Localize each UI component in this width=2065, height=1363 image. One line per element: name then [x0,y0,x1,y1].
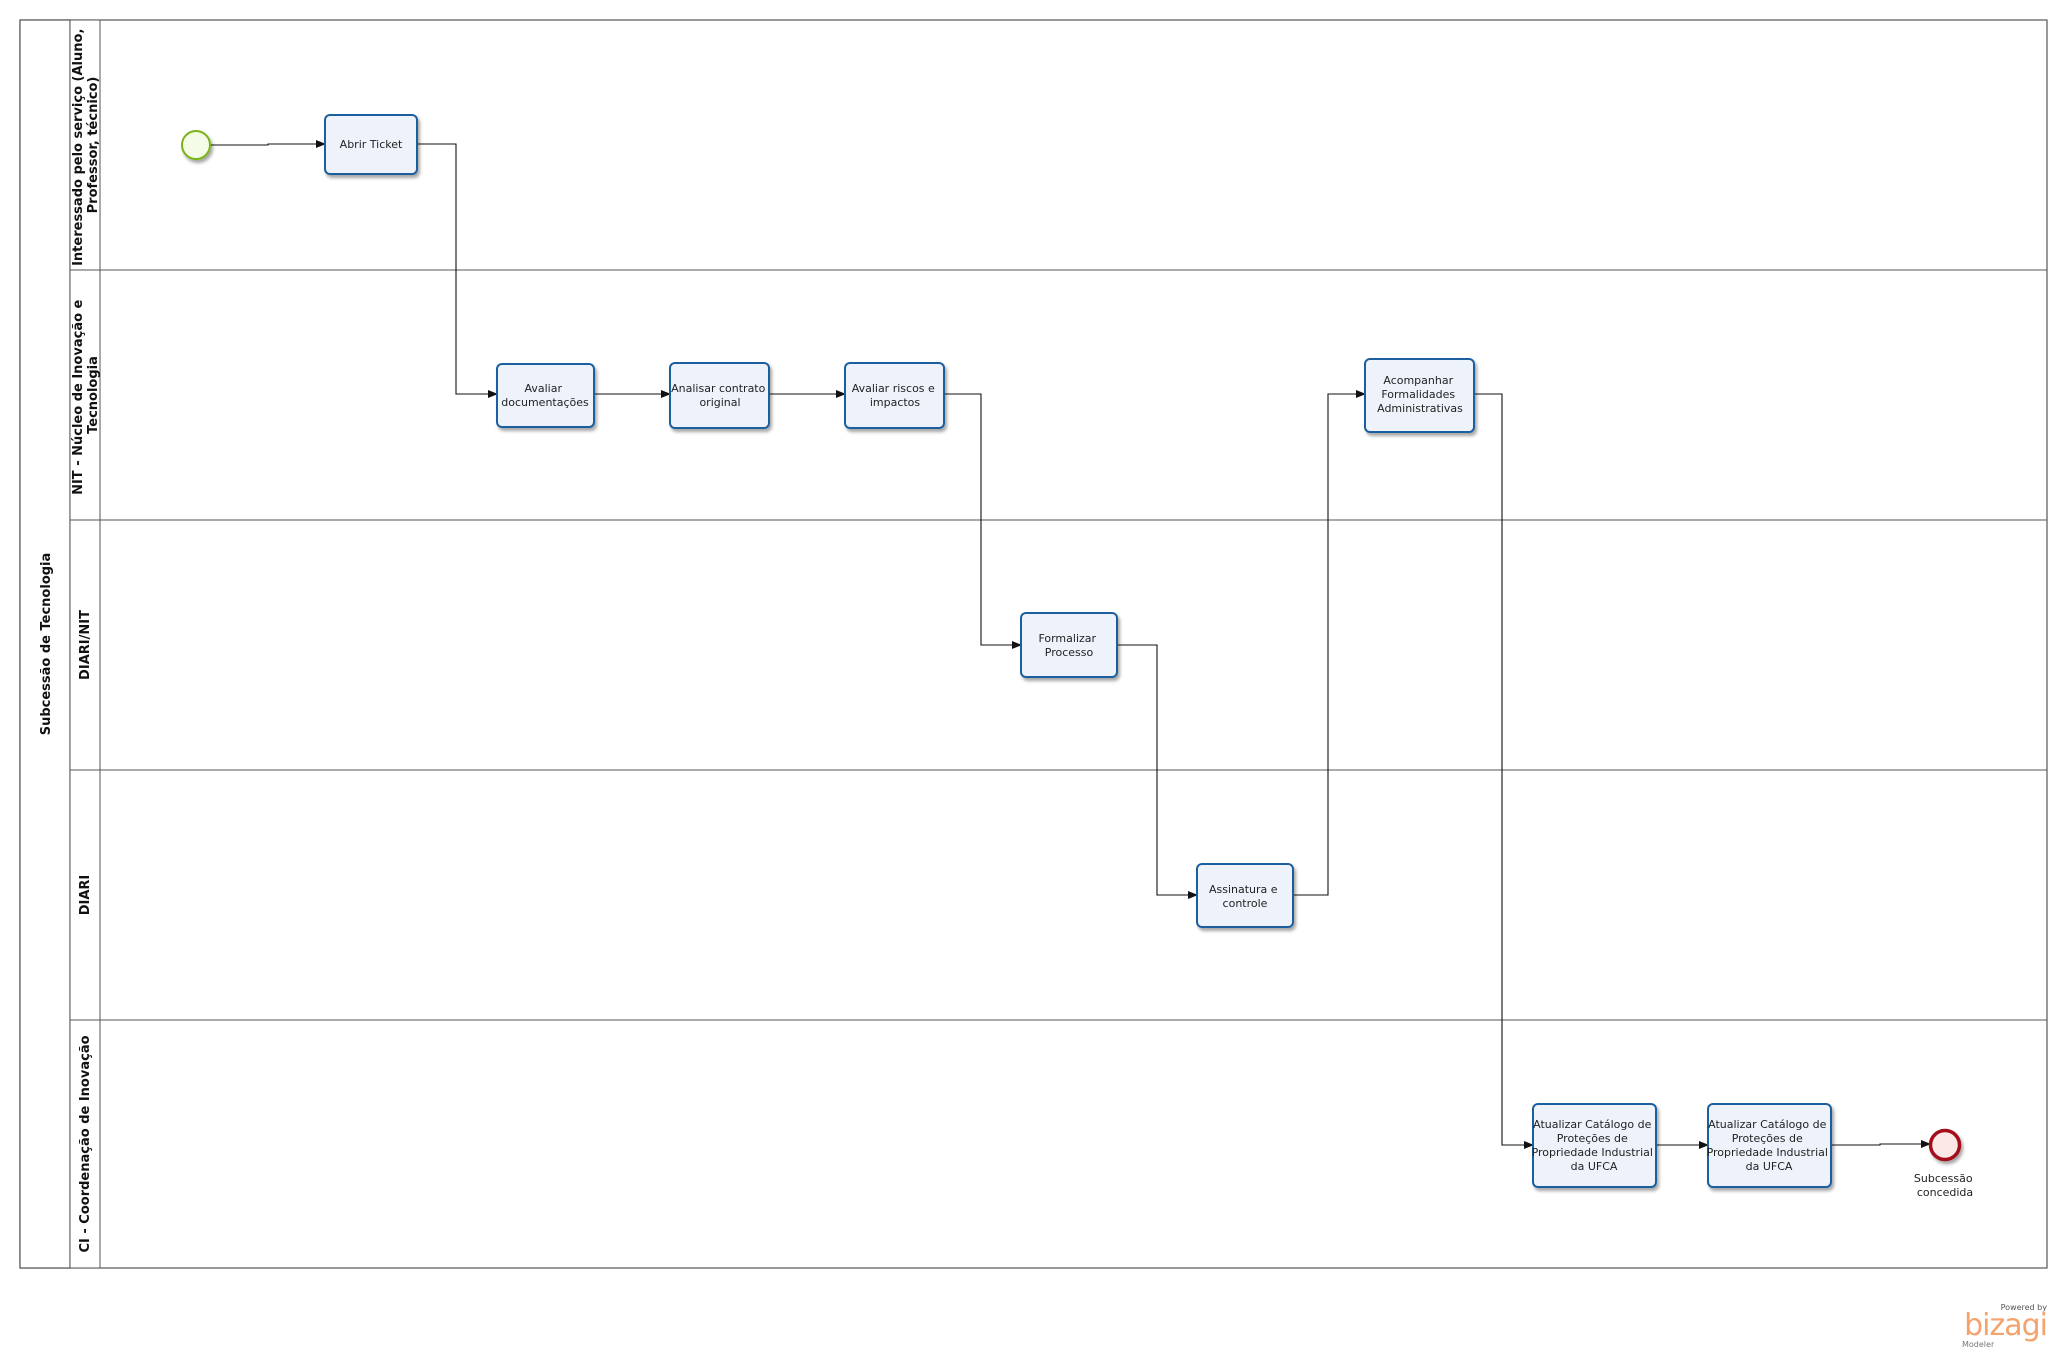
task-abrir-ticket-line-1: Abrir Ticket [340,138,403,151]
bizagi-logo: Powered by bizagi Modeler [1957,1303,2048,1351]
lane-nit-body [99,269,2048,521]
lane-nit: NIT - Núcleo de Inovação e Tecnologia [69,269,2048,521]
lane-ci-header [69,1019,101,1269]
task-analisar-contrato[interactable]: Analisar contrato original [669,362,770,429]
events: Subcessão concedida [181,130,1976,1199]
powered-by-text: Powered by [2000,1303,2047,1312]
lane-ci-title: CI - Coordenação de Inovação [78,1035,93,1252]
lane-diari-nit-title-line-1: DIARI/NIT [78,610,93,680]
lane-interessado-title-line-1: Interessado pelo serviço (Aluno, [71,29,86,266]
pool-title: Subcessão de Tecnologia [39,553,54,736]
lanes: Interessado pelo serviço (Aluno, Profess… [69,19,2048,1269]
task-acompanhar-formalidades[interactable]: Acompanhar Formalidades Administrativas [1364,358,1475,433]
flow-atualizar-2-to-end[interactable] [1831,1140,1931,1148]
sequence-flows [211,140,1931,1149]
task-acompanhar-formalidades-label: Acompanhar Formalidades Administrativas [1377,374,1463,415]
lane-nit-title-line-2: Tecnologia [86,356,101,434]
task-avaliar-documentacoes[interactable]: Avaliar documentações [496,363,595,428]
lane-diari-nit: DIARI/NIT [69,519,2048,771]
task-assinatura-controle-label: Assinatura e controle [1209,883,1281,910]
task-atualizar-catalogo-2-line-2: Proteções de [1732,1132,1803,1145]
lane-diari-title: DIARI [78,875,93,916]
lane-interessado-title-line-2: Professor, técnico) [86,77,101,214]
task-analisar-contrato-line-1: Analisar contrato [671,382,765,395]
task-atualizar-catalogo-2-line-1: Atualizar Catálogo de [1708,1118,1826,1131]
task-abrir-ticket[interactable]: Abrir Ticket [324,114,418,175]
task-avaliar-riscos-line-2: impactos [870,396,921,409]
task-atualizar-catalogo-2-line-3: Propriedade Industrial [1707,1146,1828,1159]
task-assinatura-controle[interactable]: Assinatura e controle [1196,863,1294,928]
task-avaliar-documentacoes-line-2: documentações [501,396,589,409]
task-analisar-contrato-label: Analisar contrato original [671,382,769,409]
lane-ci-body [99,1019,2048,1269]
lane-diari-title-line-1: DIARI [78,875,93,916]
flow-avaliar-riscos-to-formalizar-processo[interactable] [944,393,1022,649]
flow-acompanhar-to-atualizar-1[interactable] [1474,393,1534,1149]
task-formalizar-processo-line-2: Processo [1045,646,1094,659]
task-abrir-ticket-label: Abrir Ticket [340,138,403,151]
modeler-text: Modeler [1962,1340,1995,1349]
task-formalizar-processo[interactable]: Formalizar Processo [1020,612,1118,678]
task-atualizar-catalogo-2[interactable]: Atualizar Catálogo de Proteções de Propr… [1707,1103,1832,1188]
flow-start-to-abrir-ticket[interactable] [211,140,326,148]
task-atualizar-catalogo-2-line-4: da UFCA [1746,1160,1793,1173]
lane-interessado-title: Interessado pelo serviço (Aluno, Profess… [71,24,101,266]
task-avaliar-riscos-label: Avaliar riscos e impactos [852,382,939,409]
flow-abrir-ticket-to-avaliar-documentacoes[interactable] [417,143,498,398]
lane-nit-header [69,269,101,521]
task-atualizar-catalogo-1-line-2: Proteções de [1557,1132,1628,1145]
tasks: Abrir Ticket Avaliar documentações Anali… [324,114,1832,1188]
task-avaliar-documentacoes-line-1: Avaliar [524,382,562,395]
task-avaliar-riscos-line-1: Avaliar riscos e [852,382,935,395]
lane-ci: CI - Coordenação de Inovação [69,1019,2048,1269]
task-atualizar-catalogo-1-line-3: Propriedade Industrial [1532,1146,1653,1159]
task-atualizar-catalogo-1-line-4: da UFCA [1571,1160,1618,1173]
task-analisar-contrato-line-2: original [699,396,740,409]
flow-formalizar-processo-to-assinatura[interactable] [1117,644,1198,899]
end-event[interactable] [1928,1128,1962,1162]
lane-nit-title-line-1: NIT - Núcleo de Inovação e [71,299,86,494]
task-atualizar-catalogo-1[interactable]: Atualizar Catálogo de Proteções de Propr… [1532,1103,1657,1188]
task-assinatura-controle-line-2: controle [1223,897,1268,910]
lane-diari-nit-title: DIARI/NIT [78,610,93,680]
task-acompanhar-formalidades-line-1: Acompanhar [1383,374,1453,387]
end-event-label-line-2: concedida [1917,1186,1973,1199]
lane-diari-header [69,769,101,1021]
lane-diari: DIARI [69,769,2048,1021]
task-avaliar-documentacoes-label: Avaliar documentações [501,382,589,409]
task-atualizar-catalogo-1-line-1: Atualizar Catálogo de [1533,1118,1651,1131]
flow-assinatura-to-acompanhar[interactable] [1293,390,1366,896]
task-acompanhar-formalidades-line-3: Administrativas [1377,402,1463,415]
task-atualizar-catalogo-1-label: Atualizar Catálogo de Proteções de Propr… [1532,1118,1657,1173]
end-event-label: Subcessão concedida [1914,1172,1976,1199]
lane-ci-title-line-1: CI - Coordenação de Inovação [78,1035,93,1252]
lane-diari-body [99,769,2048,1021]
pool-header [19,19,71,1269]
end-event-label-line-1: Subcessão [1914,1172,1973,1185]
task-avaliar-riscos[interactable]: Avaliar riscos e impactos [844,362,945,429]
task-acompanhar-formalidades-line-2: Formalidades [1381,388,1455,401]
lane-nit-title: NIT - Núcleo de Inovação e Tecnologia [71,295,101,495]
task-assinatura-controle-line-1: Assinatura e [1209,883,1278,896]
task-formalizar-processo-line-1: Formalizar [1038,632,1096,645]
task-formalizar-processo-label: Formalizar Processo [1038,632,1099,659]
lane-interessado-header [69,19,101,271]
task-atualizar-catalogo-2-label: Atualizar Catálogo de Proteções de Propr… [1707,1118,1832,1173]
start-event[interactable] [181,130,211,160]
bizagi-brand-text: bizagi [1964,1308,2048,1343]
